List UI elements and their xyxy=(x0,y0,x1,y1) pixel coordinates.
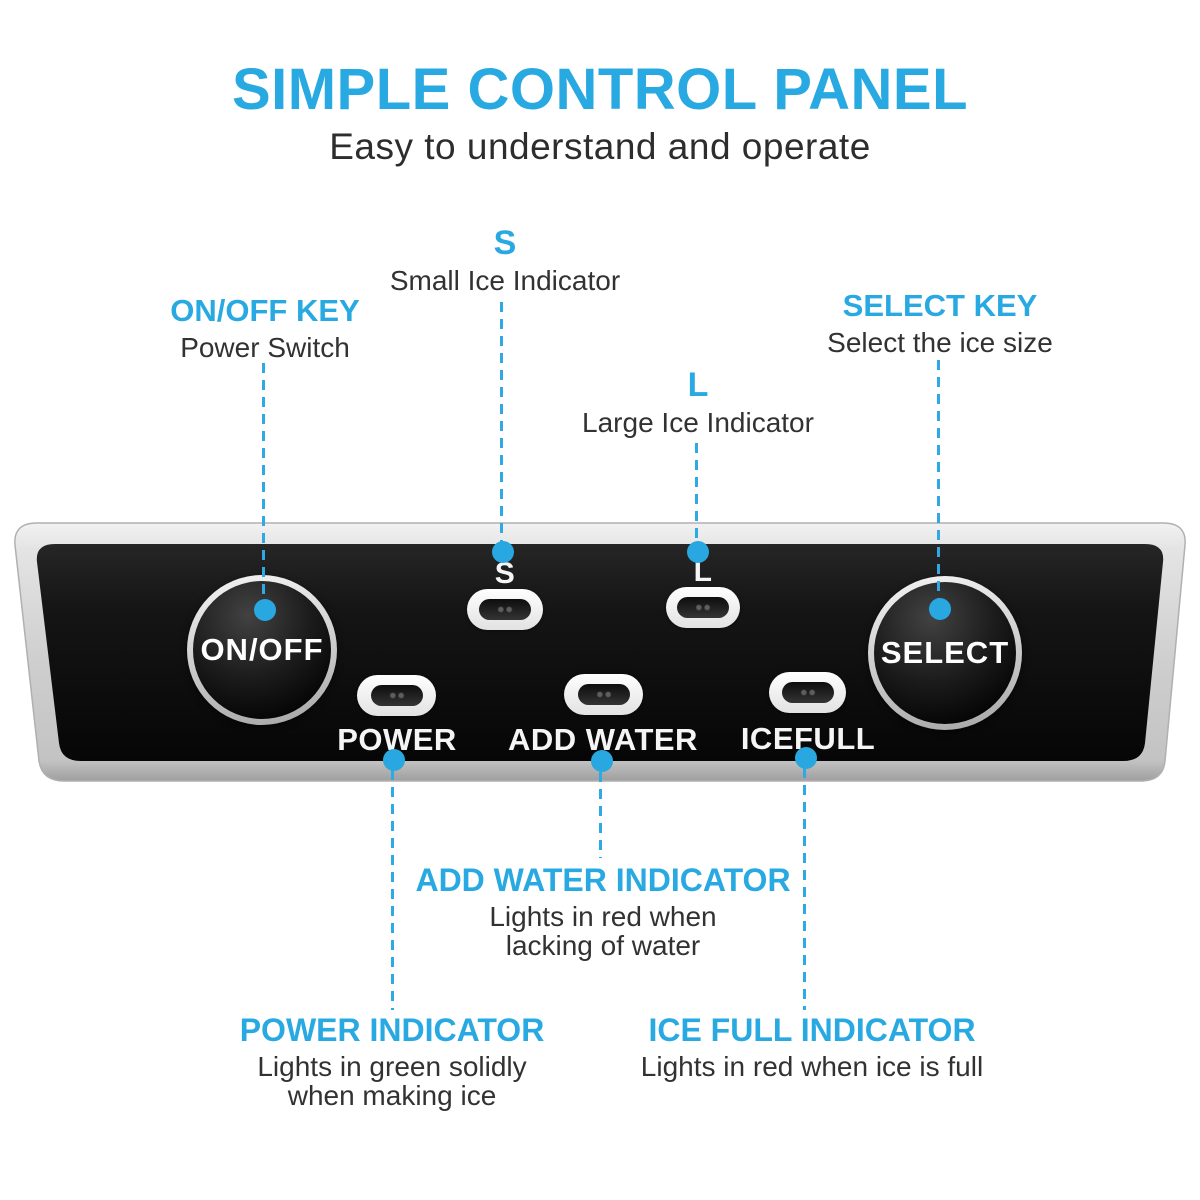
callout-select-title: SELECT KEY xyxy=(842,288,1038,323)
leader-line-small-ice xyxy=(500,302,503,546)
leader-line-add-water xyxy=(599,772,602,858)
callout-ice-full-desc: Lights in red when ice is full xyxy=(640,1051,984,1082)
callout-on-off-desc: Power Switch xyxy=(180,332,350,363)
callout-add-water-title: ADD WATER INDICATOR xyxy=(415,862,791,898)
leader-line-large-ice xyxy=(695,443,698,546)
callout-large-ice-desc: Large Ice Indicator xyxy=(582,407,814,438)
leader-dot-large-ice xyxy=(687,541,709,563)
callout-power-desc-line1: Lights in green solidly xyxy=(257,1051,527,1082)
callout-add-water-desc-line2: lacking of water xyxy=(505,930,701,961)
large-ice-led xyxy=(666,587,740,628)
leader-line-on-off xyxy=(262,363,265,603)
ice-full-led-core xyxy=(781,682,834,703)
leader-dot-power xyxy=(383,749,405,771)
callout-on-off-key: ON/OFF KEY Power Switch xyxy=(65,293,465,362)
callout-small-ice: S Small Ice Indicator xyxy=(305,224,705,295)
callout-large-ice-title: L xyxy=(687,366,709,404)
leader-dot-select xyxy=(929,598,951,620)
ice-full-led xyxy=(769,672,846,713)
callout-large-ice: L Large Ice Indicator xyxy=(498,366,898,437)
leader-line-ice-full xyxy=(803,768,806,1010)
leader-line-power xyxy=(391,770,394,1010)
callout-select-desc: Select the ice size xyxy=(827,327,1053,358)
callout-power-title: POWER INDICATOR xyxy=(239,1012,545,1048)
callout-power-desc-line2: when making ice xyxy=(287,1080,497,1111)
page-title: SIMPLE CONTROL PANEL xyxy=(231,57,969,122)
panel-label-large: L xyxy=(693,555,713,588)
callout-ice-full: ICE FULL INDICATOR Lights in red when ic… xyxy=(512,1012,1112,1081)
panel-bezel-graphic xyxy=(14,522,1186,782)
page-subtitle: Easy to understand and operate xyxy=(329,126,871,167)
callout-add-water-desc-line1: Lights in red when xyxy=(489,901,717,932)
large-ice-led-core xyxy=(677,597,729,618)
control-panel: ON/OFF SELECT S L POWER ADD WATER ICEFUL… xyxy=(0,515,1200,805)
power-led xyxy=(357,675,436,716)
leader-dot-on-off xyxy=(254,599,276,621)
callout-ice-full-title: ICE FULL INDICATOR xyxy=(648,1012,976,1048)
callout-small-ice-desc: Small Ice Indicator xyxy=(389,265,621,296)
callout-small-ice-title: S xyxy=(493,224,517,262)
add-water-led xyxy=(564,674,643,715)
callout-add-water: ADD WATER INDICATOR Lights in red when l… xyxy=(303,862,903,960)
callout-select-key: SELECT KEY Select the ice size xyxy=(740,288,1140,357)
add-water-led-core xyxy=(577,684,630,705)
leader-dot-small-ice xyxy=(492,541,514,563)
callout-power: POWER INDICATOR Lights in green solidly … xyxy=(92,1012,692,1110)
leader-dot-add-water xyxy=(591,750,613,772)
panel-face xyxy=(36,544,1164,761)
panel-label-small: S xyxy=(494,557,516,590)
small-ice-led xyxy=(467,589,543,630)
callout-on-off-title: ON/OFF KEY xyxy=(170,293,360,328)
leader-line-select xyxy=(937,360,940,602)
leader-dot-ice-full xyxy=(795,747,817,769)
small-ice-led-core xyxy=(479,599,531,620)
power-led-core xyxy=(370,685,423,706)
